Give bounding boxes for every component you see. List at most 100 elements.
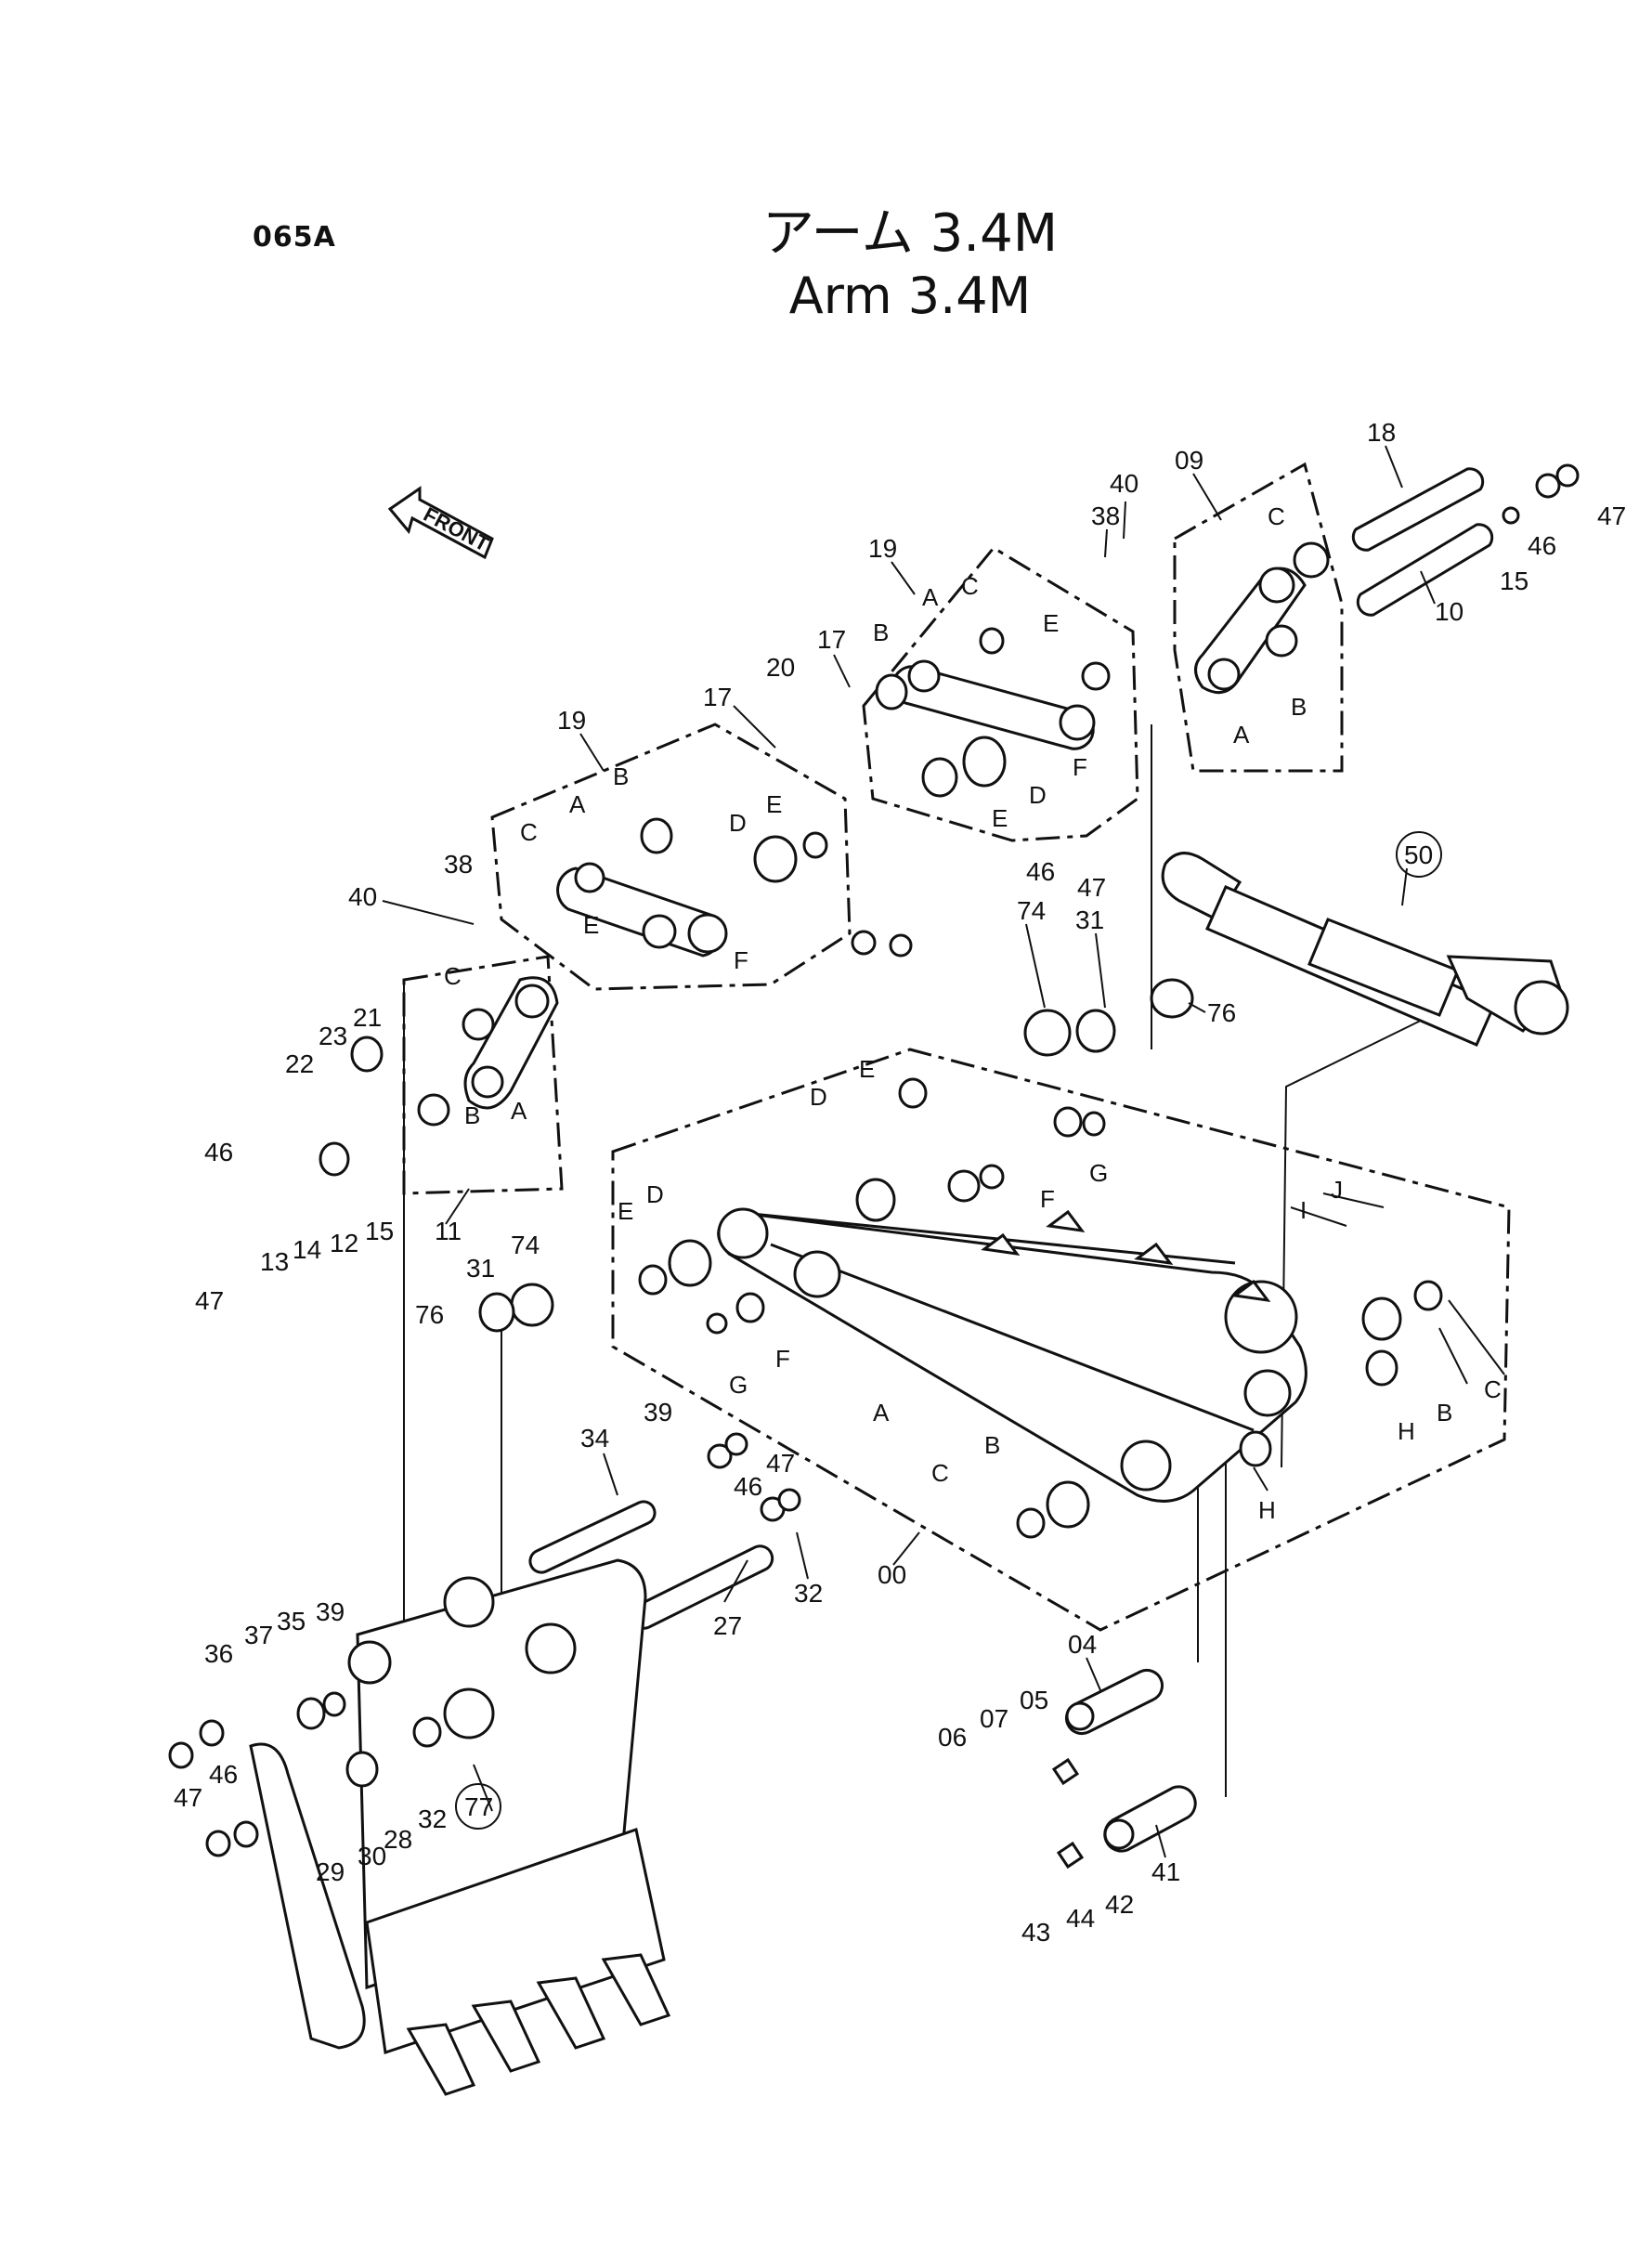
letter-E-3: E [766, 790, 782, 818]
callout-04: 04 [1068, 1630, 1097, 1659]
letter-A-3: A [569, 790, 586, 818]
pins-04-41 [1051, 1668, 1197, 1870]
callout-07: 07 [980, 1704, 1008, 1733]
letter-A-2: A [1233, 721, 1250, 749]
callout-17b: 17 [703, 683, 732, 711]
callout-21: 21 [353, 1003, 382, 1032]
letter-E-6: E [618, 1197, 633, 1225]
arm-bushings [478, 930, 1443, 1539]
callout-74b: 74 [511, 1231, 540, 1259]
letter-C-5: C [931, 1459, 949, 1487]
callout-22: 22 [285, 1049, 314, 1078]
callout-39b: 39 [316, 1597, 345, 1626]
callout-35: 35 [277, 1607, 306, 1635]
callout-76: 76 [1207, 998, 1236, 1027]
page-title-japanese: アーム 3.4M [761, 203, 1059, 264]
letter-D-1: D [1029, 781, 1047, 809]
callout-40b: 40 [348, 882, 377, 911]
callout-10: 10 [1435, 597, 1463, 626]
callout-47: 47 [1597, 502, 1626, 530]
letter-D-3: D [729, 809, 747, 837]
callout-15b: 15 [1500, 567, 1528, 595]
front-arrow-icon: FRONT [387, 486, 494, 560]
callout-00: 00 [878, 1560, 906, 1589]
letter-C-3: C [520, 818, 538, 846]
leader-lines [382, 445, 1505, 1858]
link-assembly-lower [556, 817, 828, 958]
letter-I: I [1300, 1196, 1307, 1224]
callout-46: 46 [1528, 531, 1556, 560]
letter-H-2: H [1398, 1417, 1415, 1445]
callout-42: 42 [1105, 1890, 1134, 1919]
letter-E-5: E [859, 1055, 875, 1083]
callout-32: 32 [794, 1579, 823, 1608]
arm-body [717, 1207, 1307, 1503]
letter-B-4: B [464, 1101, 480, 1129]
callout-13: 13 [260, 1247, 289, 1276]
letter-E-1: E [992, 804, 1008, 832]
letter-F-5: F [1040, 1185, 1055, 1213]
callout-09: 09 [1175, 446, 1203, 475]
letter-callouts: A B C D E E F C B A A B C D E E F C B A … [444, 502, 1502, 1524]
callout-47b: 47 [1077, 873, 1106, 902]
callout-34: 34 [580, 1424, 609, 1453]
letter-E-4: E [583, 911, 599, 939]
callout-20: 20 [766, 653, 795, 682]
callout-38: 38 [1091, 502, 1120, 530]
callout-46d: 46 [734, 1472, 762, 1501]
letter-C-2: C [1268, 502, 1285, 530]
outline-group-00 [611, 1048, 1511, 1632]
letter-G-1: G [1089, 1159, 1108, 1187]
callout-06: 06 [938, 1723, 967, 1752]
callout-05: 05 [1020, 1686, 1048, 1714]
callout-77-circled: 77 [464, 1792, 493, 1821]
callout-31b: 31 [466, 1254, 495, 1283]
callout-15: 15 [365, 1217, 394, 1245]
subassembly-outlines [402, 462, 1511, 1632]
outline-group-19-upper [862, 546, 1139, 842]
letter-F-6: F [775, 1345, 790, 1373]
callout-23: 23 [319, 1022, 347, 1050]
outline-group-19-lower [490, 723, 852, 991]
part-callouts: 00 04 05 06 07 09 10 11 12 13 14 15 15 1… [174, 418, 1626, 1947]
callout-46e: 46 [209, 1760, 238, 1789]
callout-76b: 76 [415, 1300, 444, 1329]
page-code: 065A [253, 221, 336, 254]
letter-B-2: B [1291, 693, 1307, 721]
bellcrank-09 [1194, 541, 1330, 695]
callout-39: 39 [644, 1398, 672, 1427]
callout-19: 19 [868, 534, 897, 563]
callout-40: 40 [1110, 469, 1138, 498]
letter-F-3: F [734, 946, 748, 974]
outline-group-11 [402, 955, 564, 1195]
callout-27: 27 [713, 1611, 742, 1640]
letter-E-2: E [1043, 609, 1059, 637]
callout-46c: 46 [204, 1138, 233, 1166]
link-assembly-upper [875, 627, 1111, 798]
callout-14: 14 [293, 1235, 321, 1264]
letter-A-5: A [873, 1399, 890, 1427]
letter-J: J [1331, 1176, 1343, 1204]
callout-43: 43 [1021, 1918, 1050, 1947]
callout-50-circled: 50 [1404, 840, 1433, 869]
letter-C-4: C [444, 962, 462, 990]
callout-28: 28 [384, 1825, 412, 1854]
callout-44: 44 [1066, 1904, 1095, 1933]
letter-C-6: C [1484, 1375, 1502, 1403]
letter-H-1: H [1258, 1496, 1276, 1524]
callout-38b: 38 [444, 850, 473, 879]
bucket-cylinder-50 [1161, 852, 1569, 1047]
page-title-english: Arm 3.4M [788, 267, 1032, 325]
letter-F-1: F [1073, 753, 1087, 781]
letter-A-1: A [922, 583, 939, 611]
callout-18: 18 [1367, 418, 1396, 447]
letter-A-4: A [511, 1097, 527, 1125]
callout-37: 37 [244, 1621, 273, 1649]
callout-31: 31 [1075, 905, 1104, 934]
callout-74: 74 [1017, 896, 1046, 925]
letter-D-5: D [810, 1083, 827, 1111]
callout-46b: 46 [1026, 857, 1055, 886]
callout-29: 29 [316, 1857, 345, 1886]
callout-47c: 47 [195, 1286, 224, 1315]
